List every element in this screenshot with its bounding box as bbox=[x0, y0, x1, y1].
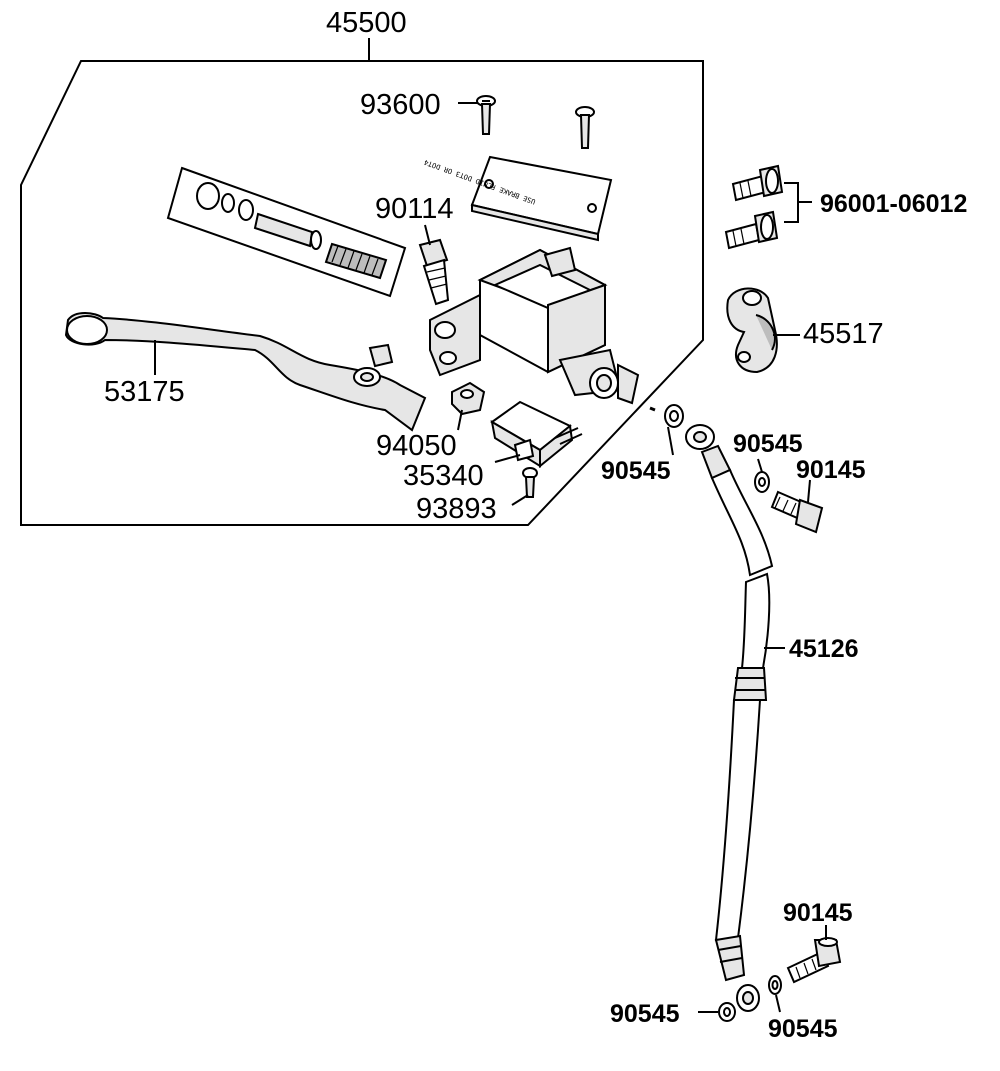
assembly-frame bbox=[20, 38, 704, 526]
bleeder-valve bbox=[418, 238, 450, 306]
leader-lines bbox=[154, 102, 827, 1013]
banjo-bolt-lower bbox=[786, 937, 842, 984]
label-switch: 35340 bbox=[403, 460, 484, 492]
label-washer-upper-left: 90545 bbox=[601, 457, 671, 485]
label-bleeder: 90114 bbox=[375, 193, 454, 225]
label-banjo-bolt-upper: 90145 bbox=[796, 456, 866, 484]
label-washer-upper-right: 90545 bbox=[733, 430, 803, 458]
piston-kit bbox=[166, 166, 407, 298]
label-bolt-pair: 96001-06012 bbox=[820, 190, 967, 218]
reservoir-screws bbox=[476, 95, 595, 149]
label-washer-lower-right: 90545 bbox=[768, 1015, 838, 1043]
master-cylinder-body bbox=[429, 246, 640, 405]
banjo-bolt-upper bbox=[770, 490, 824, 534]
pivot-nut bbox=[451, 381, 486, 416]
brake-lever bbox=[64, 312, 427, 432]
label-assembly: 45500 bbox=[326, 7, 407, 39]
brake-switch bbox=[490, 400, 583, 469]
brake-hose bbox=[664, 404, 774, 1012]
clamp-bolts bbox=[724, 164, 784, 250]
label-banjo-bolt-lower: 90145 bbox=[783, 899, 853, 927]
washer-upper-right bbox=[754, 471, 770, 493]
label-washer-lower-left: 90545 bbox=[610, 1000, 680, 1028]
switch-screw bbox=[522, 467, 538, 498]
label-screw: 93600 bbox=[360, 89, 441, 121]
label-lever: 53175 bbox=[104, 376, 185, 408]
washer-lower-right bbox=[768, 975, 782, 995]
label-clamp: 45517 bbox=[803, 318, 884, 350]
label-hose: 45126 bbox=[789, 635, 859, 663]
washer-lower-left bbox=[718, 1002, 736, 1022]
handlebar-clamp bbox=[726, 287, 778, 374]
label-nut: 94050 bbox=[376, 430, 457, 462]
label-switch-screw: 93893 bbox=[416, 493, 497, 525]
